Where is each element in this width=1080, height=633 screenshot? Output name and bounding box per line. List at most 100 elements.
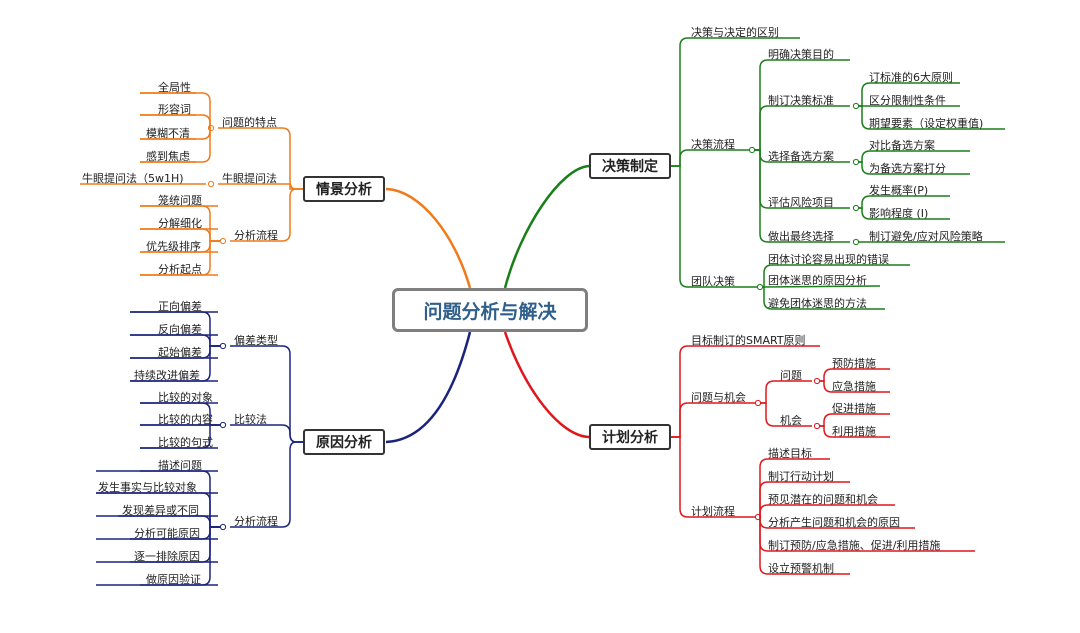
plan-opportunity-item: 促进措施 <box>832 402 876 415</box>
connector <box>140 127 211 163</box>
connector <box>760 402 812 427</box>
cause-compare-item: 比较的内容 <box>158 413 213 426</box>
decision-risk-item: 发生概率(P) <box>869 184 929 197</box>
node-dot <box>219 342 227 350</box>
situation-process-item: 分解细化 <box>158 217 202 230</box>
cause-process-item: 做原因验证 <box>146 573 201 586</box>
node-dot <box>813 377 821 385</box>
topic-cause: 原因分析 <box>303 429 385 455</box>
connector <box>671 165 760 288</box>
situation-feature-item: 模糊不清 <box>146 127 190 140</box>
decision-standard-item: 区分限制性条件 <box>869 94 946 107</box>
decision-final-label: 做出最终选择 <box>768 230 834 243</box>
connector <box>230 424 303 443</box>
decision-risk-label: 评估风险项目 <box>768 196 834 209</box>
topic-situation: 情景分析 <box>303 176 385 202</box>
cause-process-item: 分析可能原因 <box>134 527 200 540</box>
decision-standard-label: 制订决策标准 <box>768 94 834 107</box>
cause-deviation-item: 起始偏差 <box>158 346 202 359</box>
connector <box>754 59 850 151</box>
connector <box>858 207 950 220</box>
decision-options-label: 选择备选方案 <box>768 150 834 163</box>
cause-compare-label: 比较法 <box>234 413 267 426</box>
decision-flow-label: 决策流程 <box>691 138 735 151</box>
connector <box>230 345 303 443</box>
branch-plan <box>503 331 590 439</box>
branch-situation <box>385 187 472 289</box>
connector <box>819 368 890 382</box>
decision-risk-item: 影响程度 (I) <box>869 207 929 220</box>
node-dot <box>756 283 764 291</box>
plan-flow-item: 预见潜在的问题和机会 <box>768 493 878 506</box>
connector <box>762 286 885 310</box>
situation-feature-item: 形容词 <box>158 103 191 116</box>
connector <box>858 105 1005 130</box>
branch-decision <box>503 164 590 289</box>
node-dot <box>852 238 860 246</box>
connector <box>858 150 970 163</box>
situation-process-item: 优先级排序 <box>146 240 201 253</box>
cause-compare-item: 比较的对象 <box>158 391 213 404</box>
situation-features-label: 问题的特点 <box>222 116 277 129</box>
connector <box>760 380 812 404</box>
connector <box>96 470 220 528</box>
decision-options-item: 对比备选方案 <box>869 139 935 152</box>
plan-flow-item: 设立预警机制 <box>768 562 834 575</box>
node-dot <box>852 204 860 212</box>
cause-process-item: 发生事实与比较对象 <box>98 481 197 494</box>
connector <box>761 285 881 288</box>
connector <box>759 517 850 575</box>
node-dot <box>754 399 762 407</box>
connector <box>671 436 756 518</box>
plan-opportunity-item: 利用措施 <box>832 425 876 438</box>
plan-problem-item: 应急措施 <box>832 380 876 393</box>
connector <box>671 345 820 438</box>
decision-final-item: 制订避免/应对风险策略 <box>869 230 983 243</box>
connector <box>759 504 895 517</box>
decision-difference: 决策与决定的区别 <box>691 26 779 39</box>
plan-problem-label: 问题 <box>780 369 802 382</box>
plan-flow-item: 分析产生问题和机会的原因 <box>768 516 900 529</box>
cause-deviation-item: 持续改进偏差 <box>134 369 200 382</box>
connector <box>858 195 950 209</box>
situation-process-label: 分析流程 <box>234 229 278 242</box>
connector <box>754 149 850 243</box>
plan-problem-item: 预防措施 <box>832 357 876 370</box>
connector <box>230 441 303 528</box>
node-dot <box>219 523 227 531</box>
cause-process-item: 逐一排除原因 <box>134 550 200 563</box>
topic-plan: 计划分析 <box>589 424 671 450</box>
cause-deviation-item: 反向偏差 <box>158 323 202 336</box>
cause-deviation-item: 正向偏差 <box>158 300 202 313</box>
connector <box>671 37 800 167</box>
connector <box>762 264 910 288</box>
cause-process-item: 发现差异或不同 <box>122 504 199 517</box>
situation-process-item: 笼统问题 <box>158 194 202 207</box>
connector <box>759 458 830 517</box>
plan-smart: 目标制订的SMART原则 <box>691 334 806 347</box>
connector <box>819 413 890 427</box>
cause-process-label: 分析流程 <box>234 515 278 528</box>
connector <box>230 188 303 242</box>
cause-deviation-label: 偏差类型 <box>234 334 278 347</box>
situation-question-label: 牛眼提问法 <box>222 172 277 185</box>
decision-standard-item: 订标准的6大原则 <box>869 71 953 84</box>
connector <box>858 82 960 107</box>
decision-standard-item: 期望要素（设定权重值) <box>869 117 984 130</box>
connector <box>819 380 890 393</box>
situation-question-item: 牛眼提问法（5w1H) <box>82 172 184 185</box>
plan-flow-item: 制订预防/应急措施、促进/利用措施 <box>768 539 941 552</box>
cause-process-item: 描述问题 <box>158 459 202 472</box>
plan-flow-item: 制订行动计划 <box>768 470 834 483</box>
node-dot <box>748 146 756 154</box>
node-dot <box>219 237 227 245</box>
plan-flow-label: 计划流程 <box>691 505 735 518</box>
decision-team-item: 避免团体迷思的方法 <box>768 297 867 310</box>
connector <box>819 425 890 438</box>
topic-decision: 决策制定 <box>589 153 671 179</box>
situation-feature-item: 感到焦虑 <box>146 150 190 163</box>
node-dot <box>852 158 860 166</box>
situation-process-item: 分析起点 <box>158 263 202 276</box>
